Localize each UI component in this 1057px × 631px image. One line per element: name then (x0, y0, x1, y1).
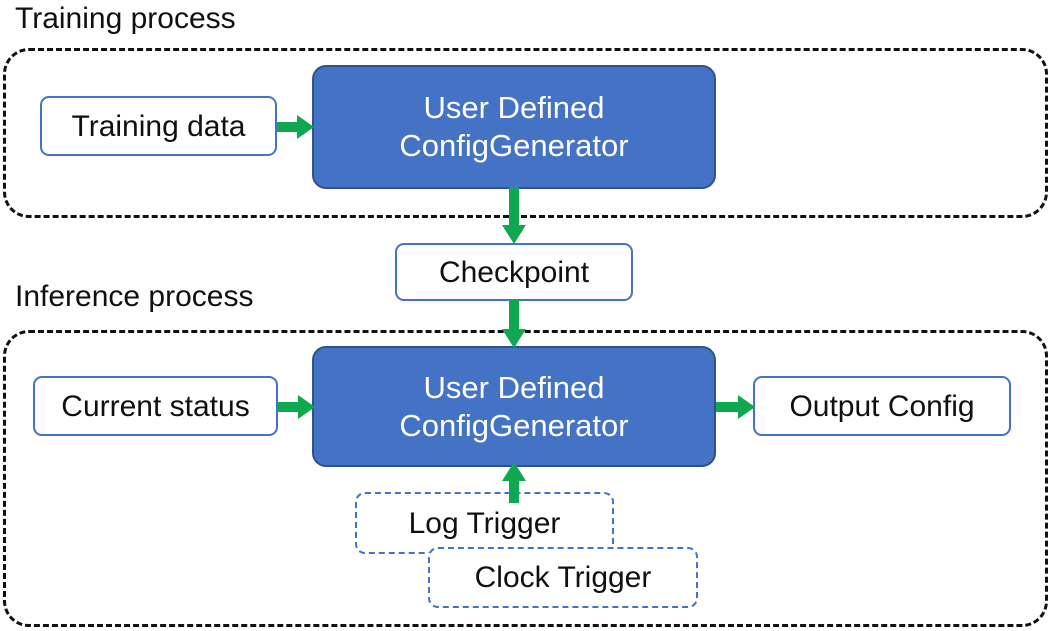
arrow-log-trigger-to-generator-icon (500, 462, 528, 504)
node-log-trigger[interactable]: Log Trigger (355, 492, 614, 554)
node-checkpoint[interactable]: Checkpoint (395, 243, 633, 301)
node-user-defined-configgenerator-training[interactable]: User Defined ConfigGenerator (312, 65, 716, 189)
node-output-config-label: Output Config (789, 389, 975, 423)
node-current-status[interactable]: Current status (33, 376, 278, 436)
node-clock-trigger-label: Clock Trigger (474, 561, 652, 594)
node-gen-training-label-line1: User Defined (423, 90, 605, 125)
node-training-data[interactable]: Training data (40, 96, 277, 156)
training-process-container (3, 48, 1048, 218)
node-gen-inference-label-line1: User Defined (423, 369, 605, 405)
node-gen-training-label-line2: ConfigGenerator (399, 128, 629, 163)
node-clock-trigger[interactable]: Clock Trigger (428, 547, 698, 608)
arrow-training-data-to-generator-icon (277, 113, 315, 141)
node-log-trigger-label: Log Trigger (408, 506, 561, 540)
node-current-status-label: Current status (61, 389, 250, 423)
arrow-checkpoint-to-generator-icon (500, 299, 528, 349)
arrow-generator-to-output-config-icon (716, 393, 756, 421)
inference-process-caption: Inference process (15, 280, 254, 313)
arrow-generator-to-checkpoint-icon (500, 187, 528, 245)
node-output-config[interactable]: Output Config (753, 376, 1011, 436)
node-checkpoint-label: Checkpoint (438, 255, 590, 289)
node-gen-inference-label-line2: ConfigGenerator (399, 407, 629, 443)
inference-process-container (3, 330, 1048, 627)
training-process-caption: Training process (15, 2, 236, 35)
arrow-current-status-to-generator-icon (278, 393, 316, 421)
node-training-data-label: Training data (71, 109, 246, 143)
node-user-defined-configgenerator-inference[interactable]: User Defined ConfigGenerator (312, 346, 716, 467)
